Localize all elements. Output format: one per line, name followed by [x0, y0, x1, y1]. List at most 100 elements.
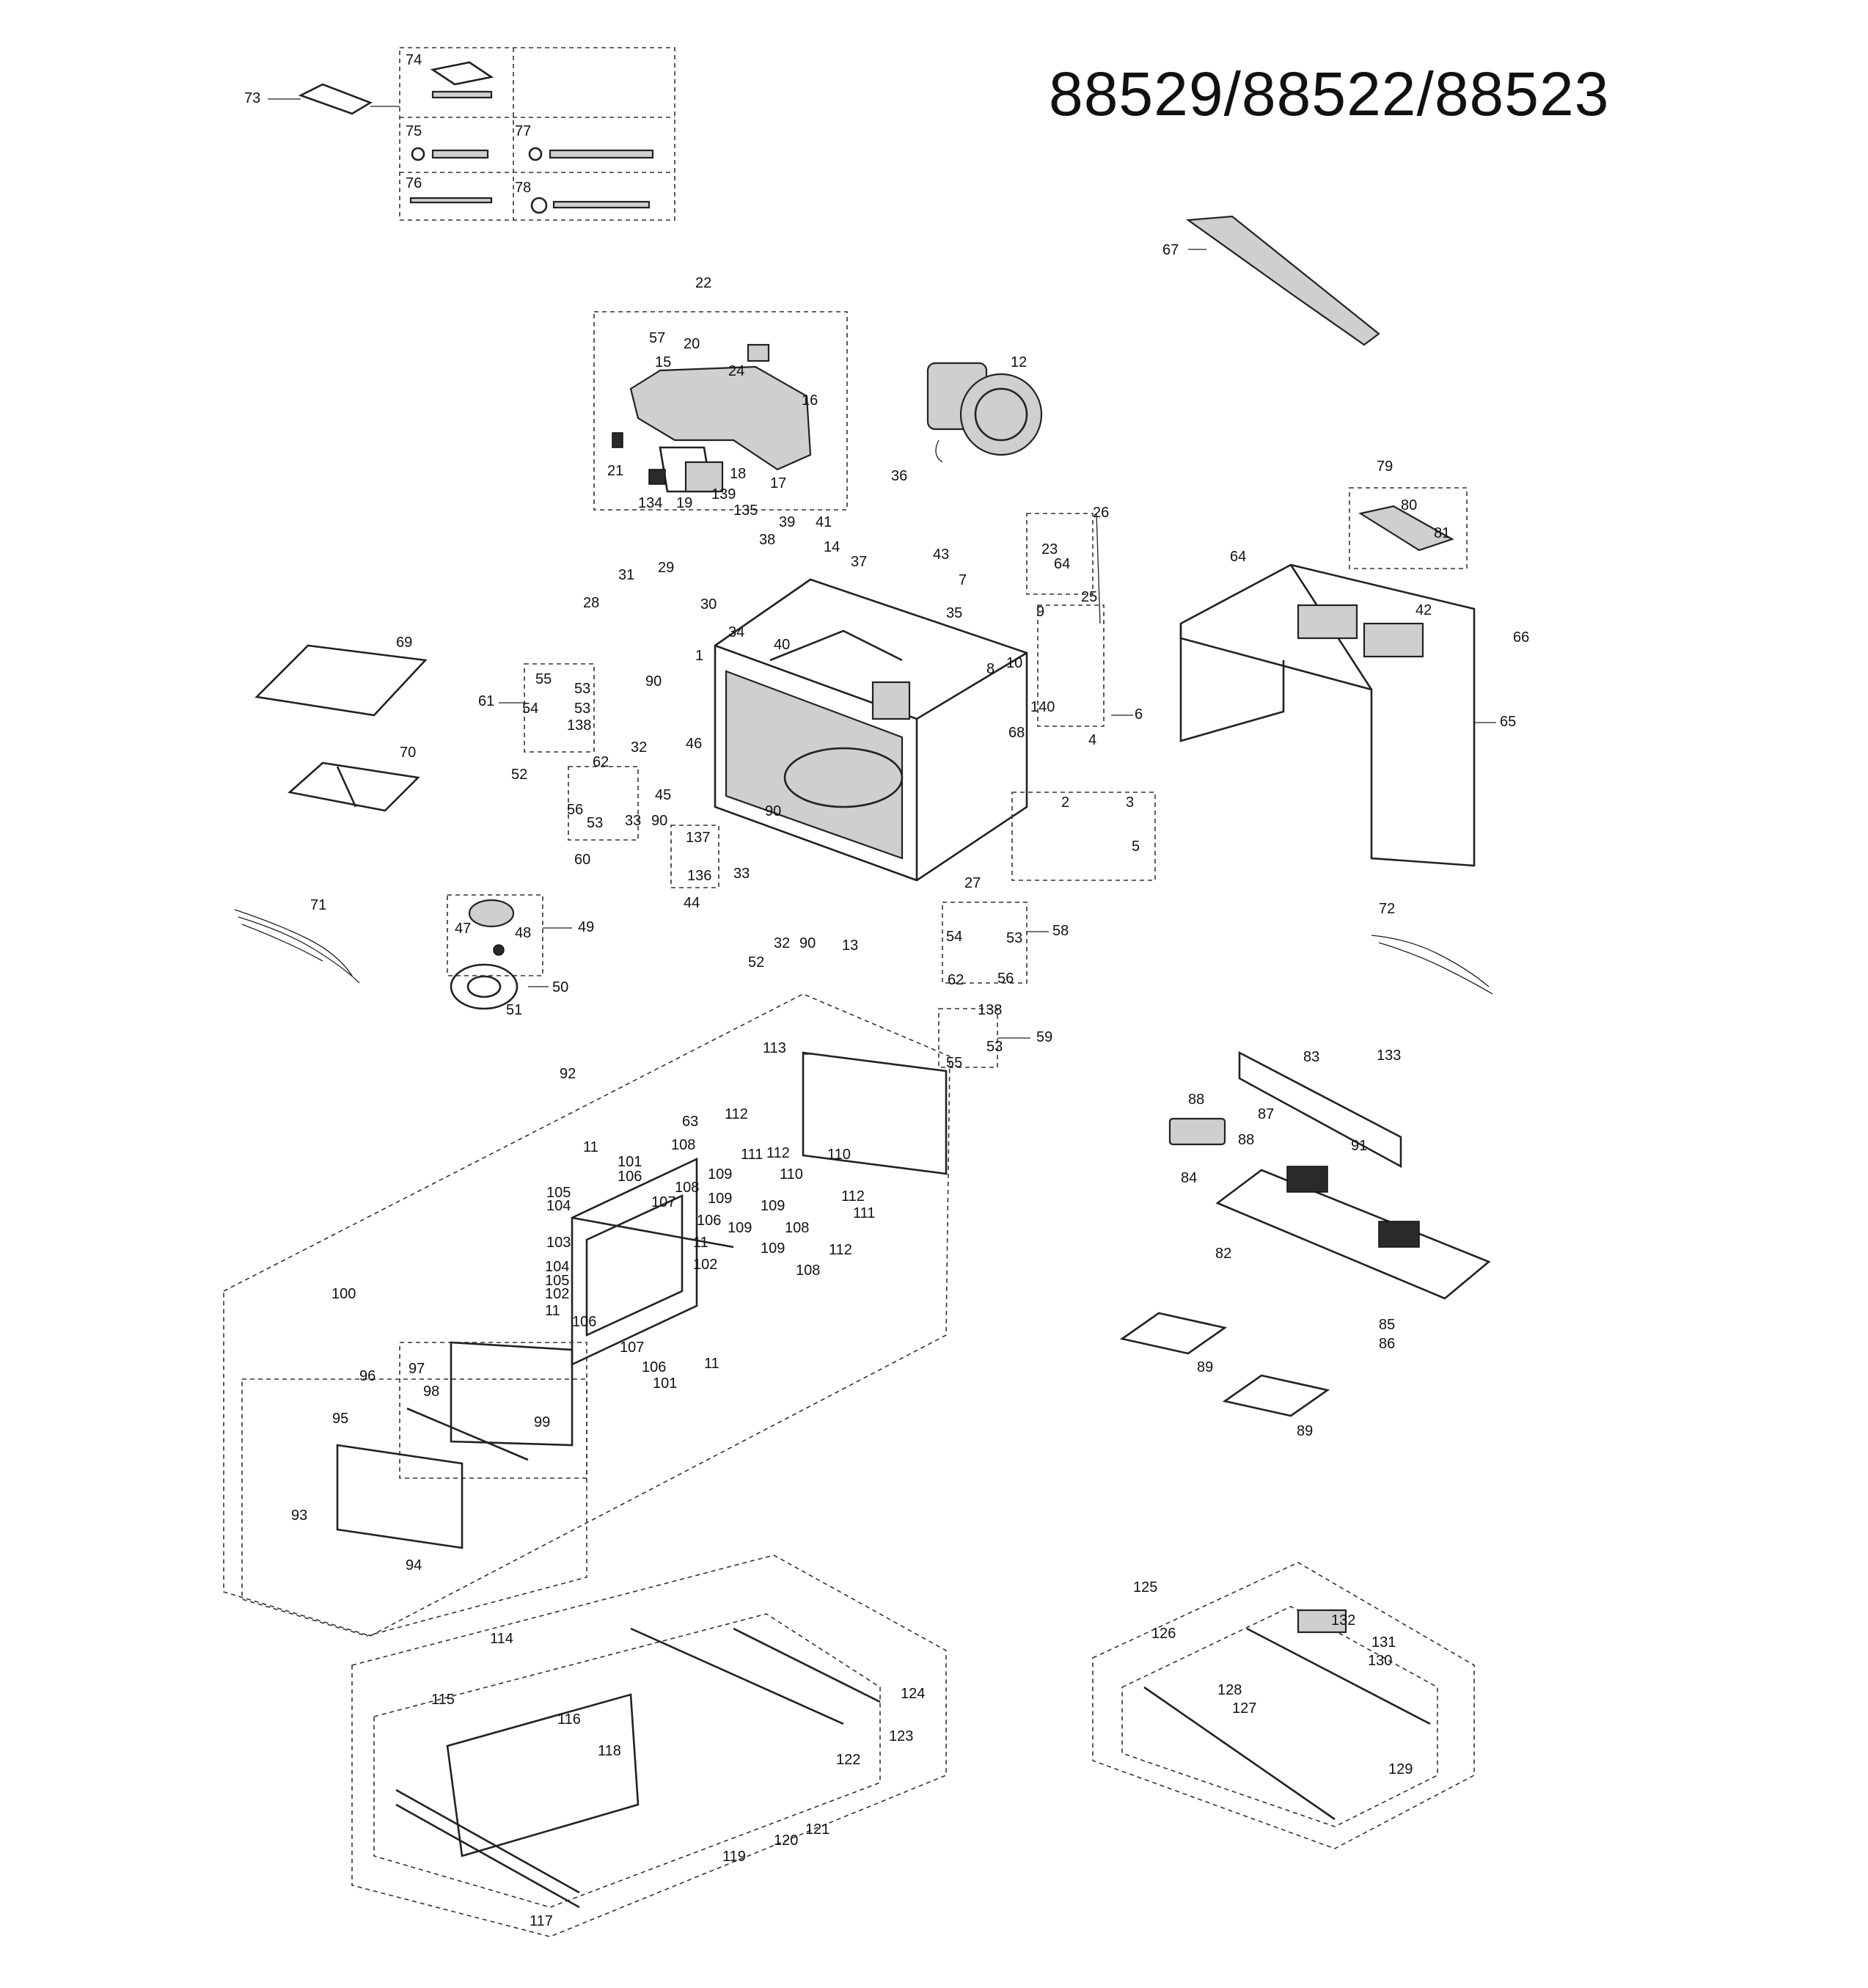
callout-95: 95 — [332, 1411, 348, 1427]
callout-132: 132 — [1331, 1612, 1355, 1629]
callout-67: 67 — [1162, 242, 1179, 258]
callout-105b: 105 — [545, 1273, 569, 1289]
callout-126: 126 — [1151, 1626, 1176, 1642]
callout-27: 27 — [964, 875, 981, 891]
callout-33a: 33 — [625, 813, 641, 829]
callout-120: 120 — [774, 1832, 798, 1849]
callout-21: 21 — [607, 463, 623, 479]
callout-56a: 56 — [567, 802, 583, 818]
callout-138b: 138 — [978, 1002, 1002, 1018]
hardware-kit-box — [268, 47, 675, 221]
callout-61: 61 — [478, 693, 494, 709]
callout-109c: 109 — [728, 1220, 752, 1236]
wire-harness-72 — [1371, 935, 1493, 995]
callout-112c: 112 — [841, 1188, 865, 1205]
callout-106b: 106 — [697, 1213, 721, 1229]
callout-31: 31 — [618, 567, 634, 583]
callout-93: 93 — [291, 1508, 307, 1524]
callout-90d: 90 — [799, 935, 816, 951]
callout-30: 30 — [700, 596, 717, 613]
callout-11b: 11 — [693, 1235, 708, 1251]
callout-139: 139 — [711, 486, 736, 503]
callout-55b: 55 — [946, 1055, 962, 1071]
callout-72: 72 — [1379, 901, 1395, 917]
callout-41: 41 — [816, 514, 832, 530]
callout-24: 24 — [728, 363, 744, 379]
fan-motor-12 — [926, 362, 1043, 463]
callout-64a: 64 — [1054, 556, 1070, 572]
callout-53a: 53 — [574, 681, 590, 697]
callout-101a: 101 — [618, 1154, 642, 1170]
callout-28: 28 — [583, 595, 599, 611]
callout-46: 46 — [686, 736, 702, 752]
callout-135: 135 — [733, 503, 758, 519]
callout-119: 119 — [722, 1849, 746, 1865]
callout-129: 129 — [1388, 1761, 1413, 1777]
callout-66: 66 — [1513, 629, 1529, 646]
callout-7: 7 — [959, 572, 967, 588]
callout-134: 134 — [638, 495, 662, 511]
callout-53e: 53 — [986, 1039, 1003, 1055]
main-cavity — [714, 578, 1028, 882]
callout-22: 22 — [695, 275, 711, 291]
callout-91: 91 — [1351, 1138, 1367, 1154]
callout-11d: 11 — [704, 1356, 719, 1372]
callout-84: 84 — [1181, 1170, 1197, 1186]
callout-32b: 32 — [774, 935, 790, 951]
callout-17: 17 — [770, 475, 786, 491]
callout-115: 115 — [431, 1692, 455, 1708]
callout-104b: 104 — [545, 1259, 569, 1275]
callout-86: 86 — [1379, 1336, 1395, 1352]
callout-109a: 109 — [708, 1166, 732, 1183]
callout-124: 124 — [901, 1686, 925, 1702]
callout-118: 118 — [598, 1743, 621, 1759]
callout-3: 3 — [1126, 794, 1134, 811]
callout-16: 16 — [802, 392, 818, 409]
callout-20: 20 — [684, 336, 700, 352]
callout-8: 8 — [986, 661, 995, 677]
callout-121: 121 — [805, 1821, 829, 1838]
callout-133: 133 — [1377, 1048, 1401, 1064]
callout-109b: 109 — [708, 1191, 732, 1207]
callout-102a: 102 — [693, 1257, 717, 1273]
tray-support-70 — [287, 761, 420, 812]
callout-65: 65 — [1500, 714, 1516, 730]
callout-62a: 62 — [593, 754, 609, 770]
callout-53b: 53 — [574, 701, 590, 717]
callout-90a: 90 — [645, 673, 662, 690]
callout-34: 34 — [728, 624, 744, 640]
control-panel-group-125 — [1092, 1562, 1475, 1849]
callout-42: 42 — [1415, 602, 1432, 618]
callout-131: 131 — [1371, 1634, 1396, 1651]
turntable-group-49 — [447, 894, 543, 976]
callout-52a: 52 — [511, 767, 527, 783]
callout-77: 77 — [515, 123, 531, 139]
callout-54a: 54 — [522, 701, 538, 717]
callout-18: 18 — [730, 466, 746, 482]
callout-36: 36 — [891, 468, 907, 484]
callout-104a: 104 — [546, 1198, 571, 1214]
callout-54b: 54 — [946, 929, 962, 945]
callout-94: 94 — [406, 1557, 422, 1574]
callout-128: 128 — [1217, 1682, 1242, 1698]
callout-9: 9 — [1036, 604, 1044, 620]
callout-51: 51 — [506, 1002, 522, 1018]
callout-73: 73 — [244, 90, 260, 106]
callout-58: 58 — [1052, 923, 1069, 939]
callout-44: 44 — [684, 895, 700, 911]
callout-88a: 88 — [1188, 1092, 1204, 1108]
callout-55a: 55 — [535, 671, 552, 687]
callout-33b: 33 — [733, 866, 750, 882]
callout-127: 127 — [1232, 1700, 1256, 1717]
callout-109e: 109 — [761, 1240, 785, 1257]
callout-1: 1 — [695, 648, 703, 664]
callout-87: 87 — [1258, 1106, 1274, 1122]
callout-122: 122 — [836, 1752, 860, 1768]
callout-52b: 52 — [748, 954, 764, 971]
callout-53c: 53 — [587, 815, 603, 831]
small-groups — [524, 513, 1156, 1068]
callout-112b: 112 — [766, 1145, 790, 1161]
base-plate-82 — [1168, 1050, 1491, 1300]
callout-76: 76 — [406, 175, 422, 191]
